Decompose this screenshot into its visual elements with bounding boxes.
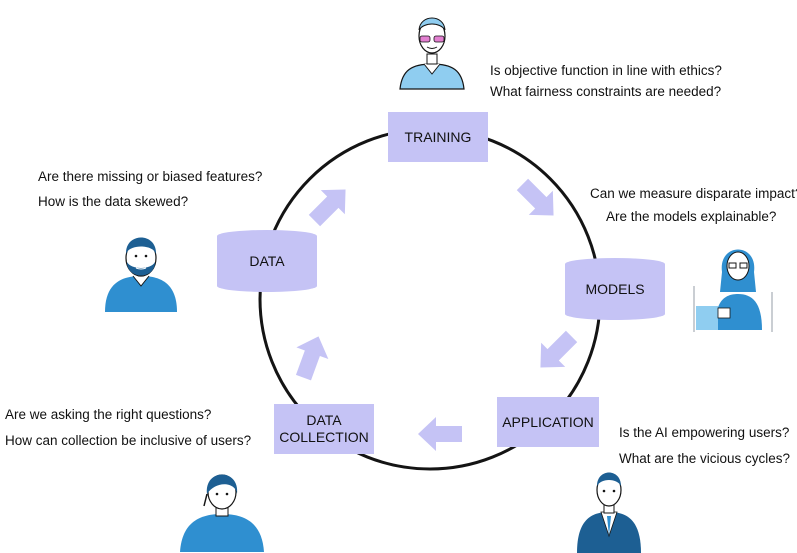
flow-arrow-data-to-training: [308, 189, 346, 227]
flow-arrow-application-to-collection: [418, 417, 462, 451]
data-collection-question-1: Are we asking the right questions?: [5, 407, 212, 422]
woman-with-headset-icon: [180, 474, 264, 552]
stage-data-collection: DATA COLLECTION: [274, 404, 374, 454]
stage-application: APPLICATION: [497, 397, 599, 447]
bearded-man-icon: [105, 237, 177, 312]
flow-arrow-collection-to-data: [295, 336, 329, 381]
data-question-2: How is the data skewed?: [38, 194, 189, 209]
training-question-2: What fairness constraints are needed?: [490, 84, 722, 99]
flow-arrow-training-to-models: [516, 178, 554, 216]
application-question-2: What are the vicious cycles?: [619, 451, 791, 466]
data-cylinder: [217, 230, 317, 292]
stage-training: TRAINING: [388, 112, 488, 162]
data-collection-question-2: How can collection be inclusive of users…: [5, 433, 252, 448]
stage-data-label: DATA: [249, 252, 285, 269]
application-question-1: Is the AI empowering users?: [619, 425, 790, 440]
data-question-1: Are there missing or biased features?: [38, 169, 263, 184]
woman-at-laptop-icon: [693, 249, 773, 332]
stage-data-collection-label-line1: DATA: [306, 412, 342, 429]
training-question-1: Is objective function in line with ethic…: [490, 63, 722, 78]
stage-application-label: APPLICATION: [502, 413, 594, 430]
models-question-2: Are the models explainable?: [606, 209, 777, 224]
man-in-suit-icon: [577, 472, 641, 553]
stage-models: MODELS: [565, 264, 665, 314]
stage-data-collection-label-line2: COLLECTION: [279, 429, 369, 445]
stage-training-label: TRAINING: [404, 128, 472, 145]
models-question-1: Can we measure disparate impact?: [590, 186, 797, 201]
person-with-pink-glasses-icon: [399, 17, 465, 90]
stage-data: DATA: [217, 236, 317, 286]
models-cylinder: [565, 258, 665, 320]
flow-arrow-models-to-application: [540, 330, 578, 368]
stage-models-label: MODELS: [585, 280, 645, 297]
